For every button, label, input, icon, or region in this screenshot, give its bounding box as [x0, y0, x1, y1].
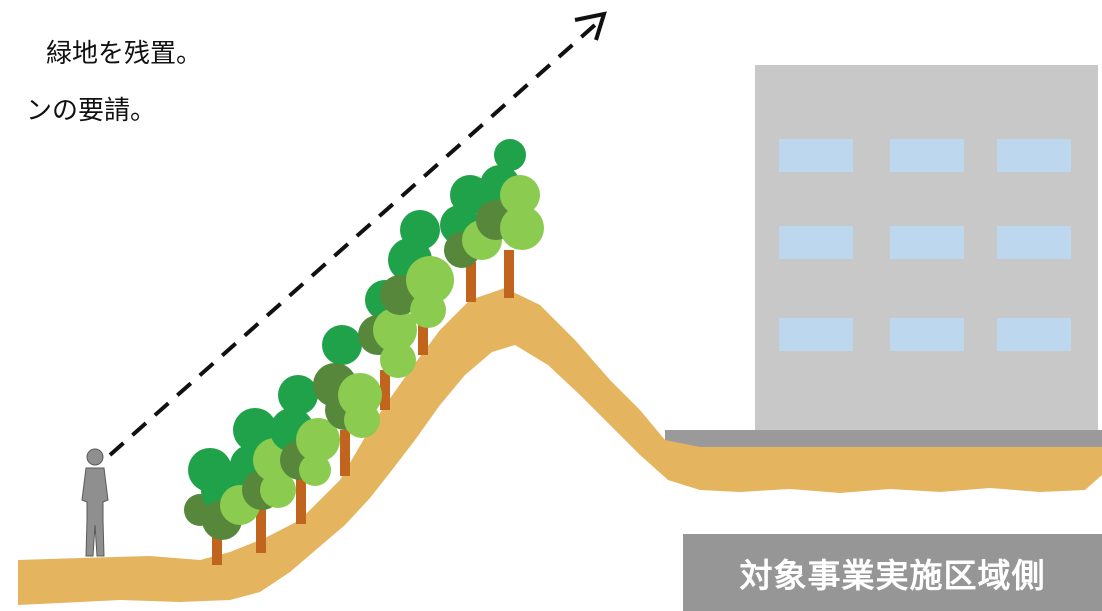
note-line-2: ンの要請。 [25, 96, 156, 126]
tree-trunk [466, 262, 476, 302]
sightline-dashed [108, 22, 598, 457]
window [997, 226, 1071, 259]
tree-trunk [418, 315, 428, 355]
window [890, 318, 964, 351]
building [665, 65, 1102, 447]
tree [270, 375, 340, 486]
tree-trunk [340, 430, 350, 476]
tree-trunk [256, 505, 266, 553]
window [890, 226, 964, 259]
window [997, 139, 1071, 172]
building-base [665, 430, 1102, 447]
note-line-1: 緑地を残置。 [45, 39, 202, 69]
tree-trunk [212, 515, 222, 565]
window [779, 139, 853, 172]
window [890, 139, 964, 172]
window [997, 318, 1071, 351]
area-caption-label: 対象事業実施区域側 [739, 555, 1046, 595]
person-silhouette-icon [81, 448, 109, 557]
tree [380, 210, 454, 328]
area-caption-box: 対象事業実施区域側 [683, 534, 1102, 611]
tree-trunk [504, 250, 514, 298]
window [779, 318, 853, 351]
tree [313, 325, 382, 438]
ground-terrain [18, 288, 1102, 605]
tree [476, 139, 544, 250]
tree-cluster [184, 139, 544, 565]
tree-trunk [296, 478, 306, 524]
tree-trunk [380, 370, 390, 410]
window [779, 226, 853, 259]
explanation-note: 緑地を残置。 ンの要請。 [0, 0, 260, 160]
arrow-head-icon [574, 11, 607, 41]
building-windows [779, 139, 1071, 351]
